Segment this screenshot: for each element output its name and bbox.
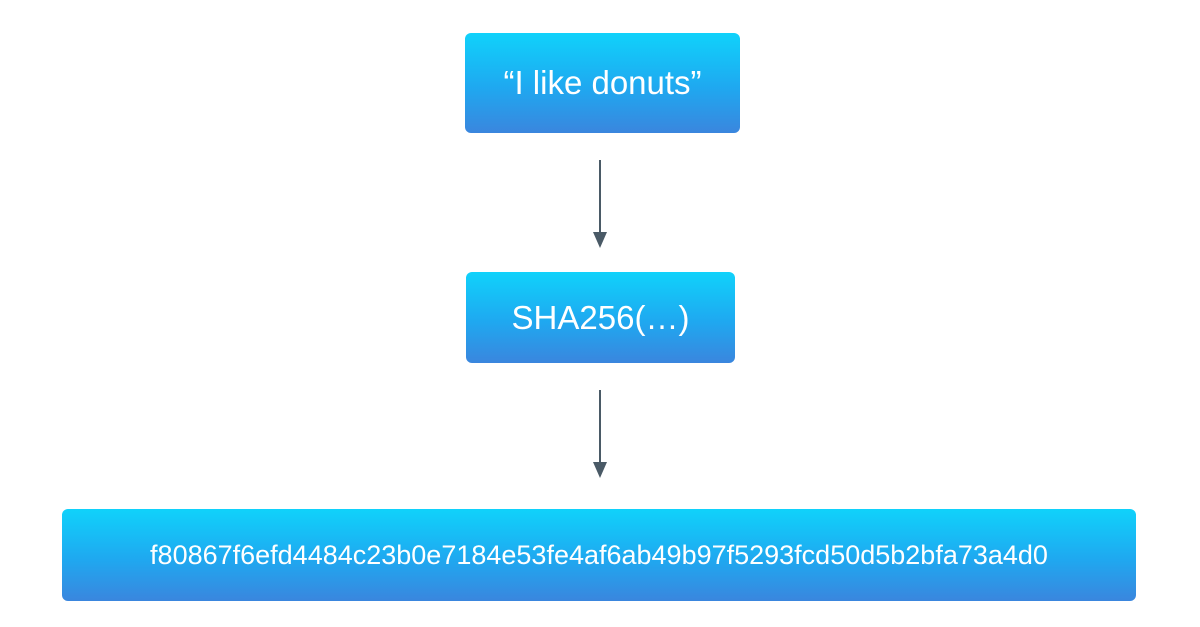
hash-function-box: SHA256(…) (466, 272, 735, 363)
input-text-label: “I like donuts” (503, 64, 702, 101)
hash-function-label: SHA256(…) (511, 298, 690, 336)
arrow-function-to-output (593, 390, 607, 478)
hash-output-box: f80867f6efd4484c23b0e7184e53fe4af6ab49b9… (62, 509, 1136, 601)
arrow-input-to-function (593, 160, 607, 248)
input-text-box: “I like donuts” (465, 33, 740, 133)
hash-output-label: f80867f6efd4484c23b0e7184e53fe4af6ab49b9… (150, 539, 1048, 570)
